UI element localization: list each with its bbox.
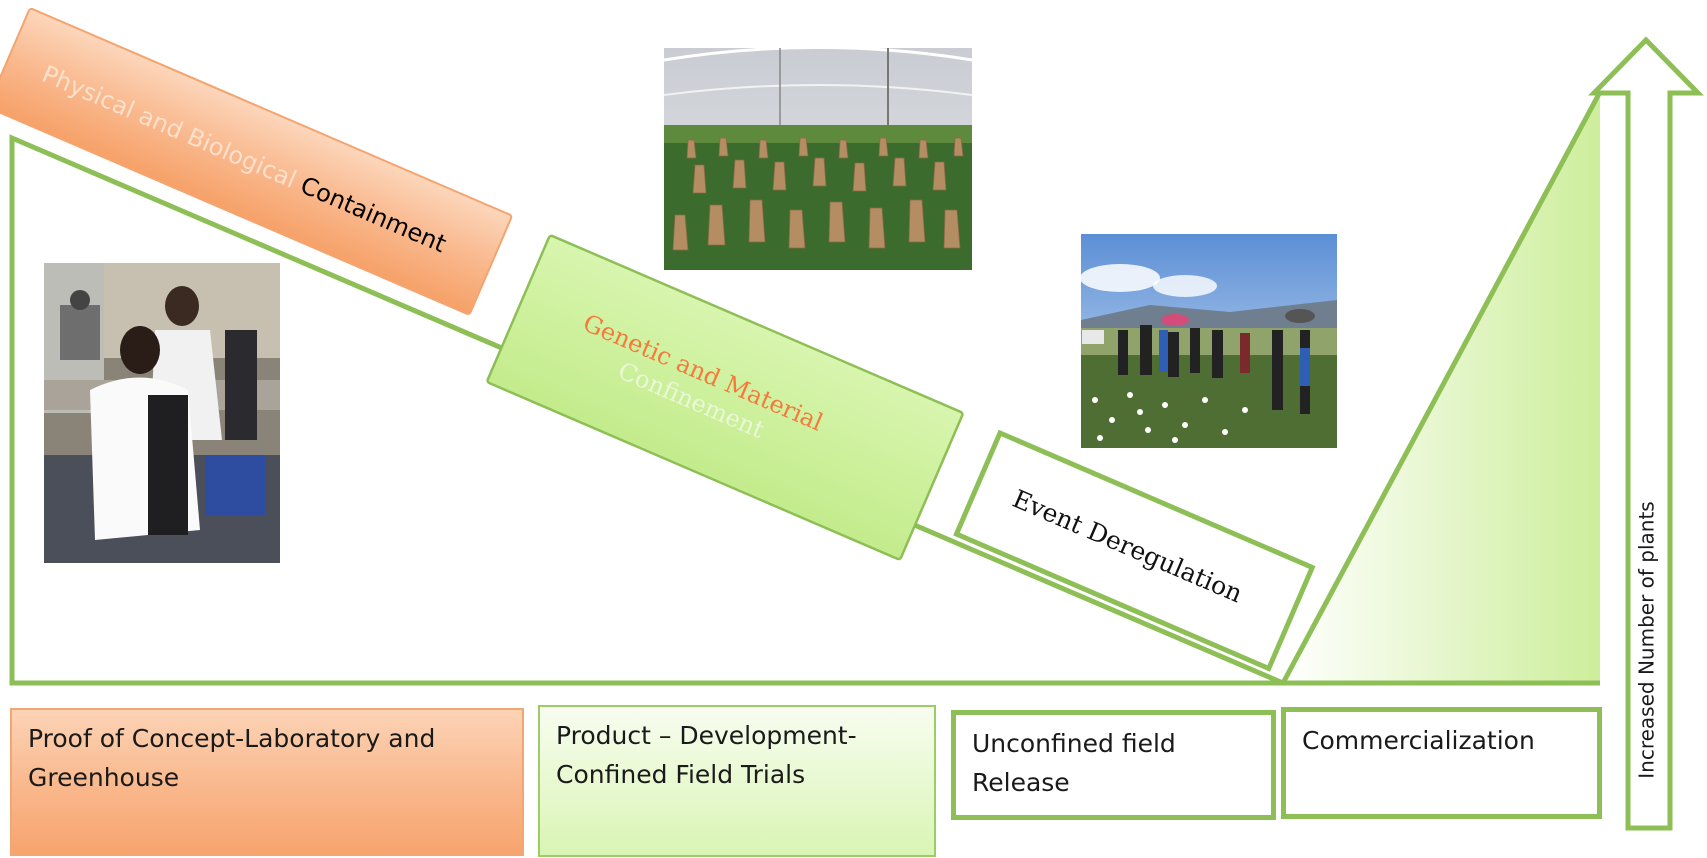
cotton-field-visit-photo: [1080, 234, 1337, 448]
stage-proof-of-concept: Proof of Concept-Laboratory and Greenhou…: [10, 708, 524, 856]
stage-commercialization: Commercialization: [1281, 707, 1602, 819]
stage-product-development: Product – Development-Confined Field Tri…: [538, 705, 936, 857]
containment-band: [0, 7, 513, 315]
stage-unconfined-release: Unconfined field Release: [951, 710, 1276, 820]
stage-commercialization-label: Commercialization: [1302, 726, 1535, 755]
stage-unconfined-release-label: Unconfined field Release: [972, 729, 1176, 797]
confinement-band: [486, 234, 964, 561]
increase-arrow-label-box: Increased Number of plants: [1622, 470, 1672, 810]
increase-arrow: [1588, 36, 1704, 831]
increase-arrow-label: Increased Number of plants: [1635, 501, 1660, 779]
stage-proof-of-concept-label: Proof of Concept-Laboratory and Greenhou…: [28, 724, 436, 792]
rising-wedge-edge: [1280, 90, 1603, 685]
stage-product-development-label: Product – Development-Confined Field Tri…: [556, 721, 857, 789]
maize-bagged-trial-photo: [663, 46, 973, 270]
lab-researchers-photo: [44, 263, 280, 563]
deregulation-band: [953, 429, 1316, 672]
